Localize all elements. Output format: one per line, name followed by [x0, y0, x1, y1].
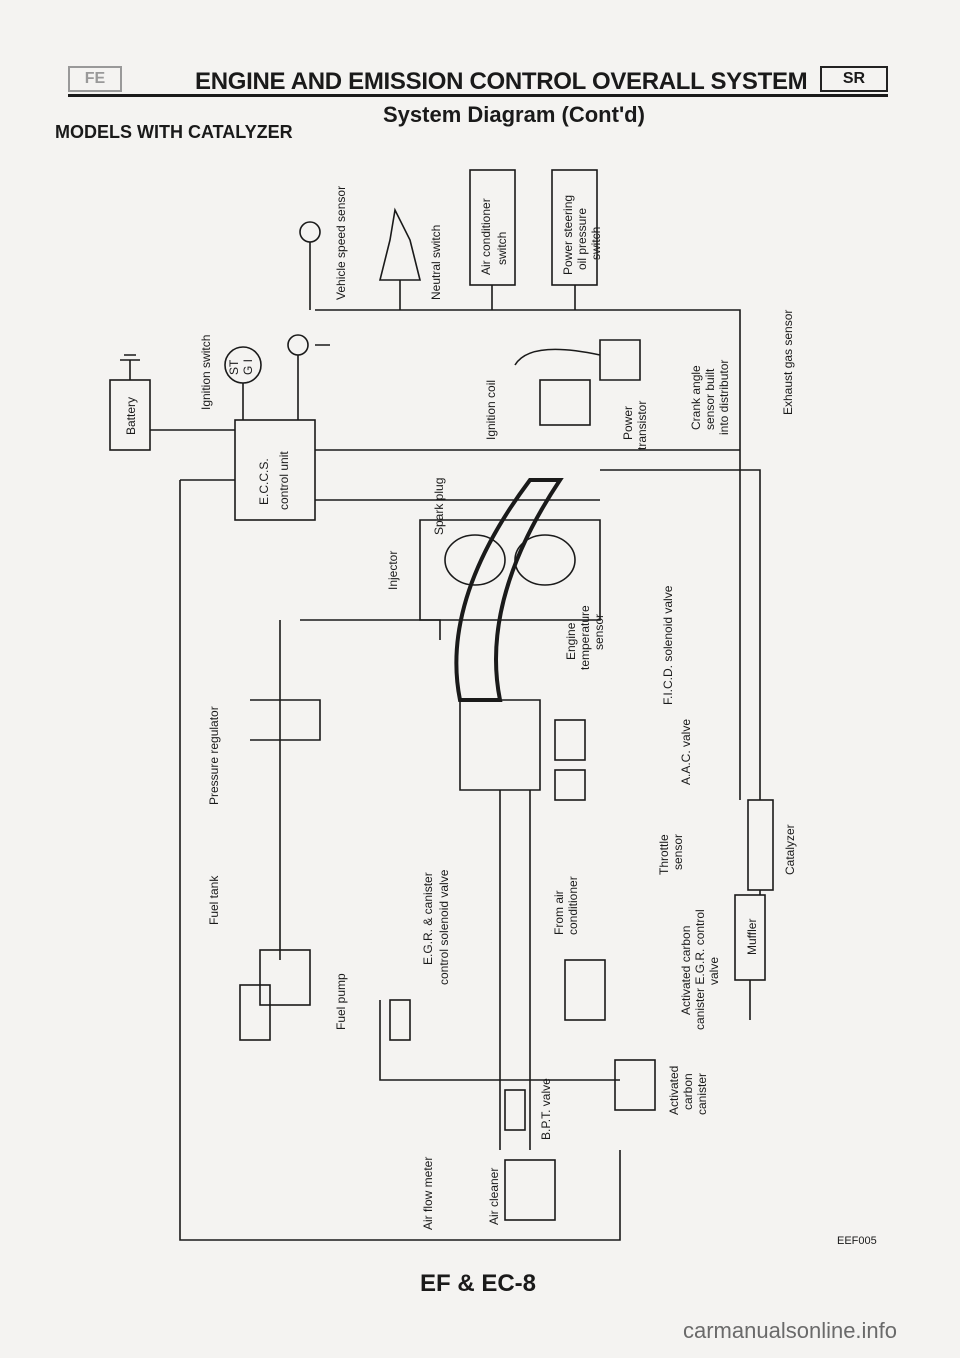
page-number: EF & EC-8 [420, 1270, 537, 1297]
label-pressure-reg: Pressure regulator [207, 706, 221, 805]
fuel-tank [259, 949, 311, 1006]
distributor-body [599, 339, 641, 381]
label-canister-1: Activated [667, 1066, 681, 1115]
label-afm: Air flow meter [421, 1157, 435, 1230]
figure-code: EEF005 [837, 1235, 877, 1247]
label-air-cleaner: Air cleaner [487, 1168, 501, 1225]
labels: Battery Ignition switch ST G I E.C.C.S. … [124, 186, 797, 1230]
label-ecu-1: E.C.C.S. [257, 458, 271, 505]
canister-egr-valve [564, 959, 606, 1021]
tailpipe [749, 890, 761, 1020]
vacuum-line [379, 1000, 620, 1081]
intake-tube [499, 790, 531, 1150]
label-exhaust-gas: Exhaust gas sensor [781, 310, 795, 415]
page-title: ENGINE AND EMISSION CONTROL OVERALL SYST… [195, 68, 808, 95]
ground-wire [297, 344, 330, 420]
label-ac-2: switch [495, 232, 509, 265]
label-fuel-tank: Fuel tank [207, 875, 221, 925]
section-badge-right: SR [820, 66, 888, 92]
vss-symbol [299, 221, 321, 243]
catalyzer-box [747, 799, 774, 891]
label-ps-3: switch [589, 227, 603, 260]
label-ecu-2: control unit [277, 451, 291, 510]
label-st: ST [227, 359, 241, 375]
label-canister-egr-1: Activated carbon [679, 926, 693, 1015]
label-throttle-2: sensor [671, 834, 685, 870]
battery-ground [120, 354, 140, 380]
aac-valve [554, 769, 586, 801]
cylinder-left [444, 534, 506, 586]
fuel-pump [239, 984, 271, 1041]
ground-symbol [287, 334, 309, 356]
label-aac: A.A.C. valve [679, 719, 693, 785]
fuel-line-1 [300, 619, 441, 640]
watermark: carmanualsonline.info [683, 1318, 898, 1343]
label-egr-2: control solenoid valve [437, 869, 451, 985]
neutral-switch-symbol [378, 207, 422, 281]
header-rule [68, 94, 888, 97]
intake-runner [454, 478, 564, 702]
label-ficd: F.I.C.D. solenoid valve [661, 585, 675, 705]
section-title: MODELS WITH CATALYZER [55, 122, 293, 142]
system-diagram: Battery Ignition switch ST G I E.C.C.S. … [109, 169, 797, 1241]
label-vss: Vehicle speed sensor [334, 186, 348, 300]
page-subtitle: System Diagram (Cont'd) [383, 102, 645, 127]
label-canister-3: canister [695, 1073, 709, 1115]
label-ac-1: Air conditioner [479, 198, 493, 275]
label-neutral: Neutral switch [429, 225, 443, 300]
label-canister-egr-3: valve [707, 957, 721, 985]
label-power-tr-1: Power [621, 406, 635, 440]
label-from-ac-1: From air [552, 890, 566, 935]
label-spark-plug: Spark plug [432, 478, 446, 535]
hv-lead [514, 348, 601, 366]
label-crank-3: into distributor [717, 360, 731, 435]
label-muffler: Muffler [745, 919, 759, 955]
label-crank-1: Crank angle [689, 365, 703, 430]
label-canister-egr-2: canister E.G.R. control [693, 909, 707, 1030]
label-eng-temp-1: Engine [564, 622, 578, 660]
section-badge-left: FE [68, 66, 122, 92]
label-ign-coil: Ignition coil [484, 380, 498, 440]
label-ps-1: Power steering [561, 195, 575, 275]
ignition-coil-box [539, 379, 591, 426]
label-eng-temp-3: sensor [592, 614, 606, 650]
label-gi: G I [241, 359, 255, 375]
engine-block [419, 519, 601, 621]
label-power-tr-2: transistor [635, 401, 649, 450]
intake-plenum [459, 699, 541, 791]
label-bpt: B.P.T. valve [539, 1078, 553, 1140]
label-catalyzer: Catalyzer [783, 824, 797, 875]
air-cleaner-box [504, 1159, 556, 1221]
label-ps-2: oil pressure [575, 208, 589, 270]
label-fuel-pump: Fuel pump [334, 973, 348, 1030]
label-ignition-switch: Ignition switch [199, 335, 213, 410]
ficd-valve [554, 719, 586, 761]
bpt-bellows [504, 1089, 526, 1131]
sensor-bus [315, 309, 741, 470]
label-injector: Injector [386, 551, 400, 590]
label-crank-2: sensor built [703, 368, 717, 430]
switch-wires [491, 285, 576, 310]
label-battery: Battery [124, 397, 138, 435]
pressure-regulator [250, 699, 321, 741]
label-canister-2: carbon [681, 1073, 695, 1110]
label-eng-temp-2: temperature [578, 605, 592, 670]
label-egr-1: E.G.R. & canister [421, 872, 435, 965]
harness-outer [179, 480, 621, 1241]
label-from-ac-2: conditioner [566, 876, 580, 935]
egr-valve [389, 999, 411, 1041]
exhaust-pipe [600, 469, 761, 800]
label-throttle-1: Throttle [657, 834, 671, 875]
carbon-canister [614, 1059, 656, 1111]
ecu-box [234, 419, 316, 521]
